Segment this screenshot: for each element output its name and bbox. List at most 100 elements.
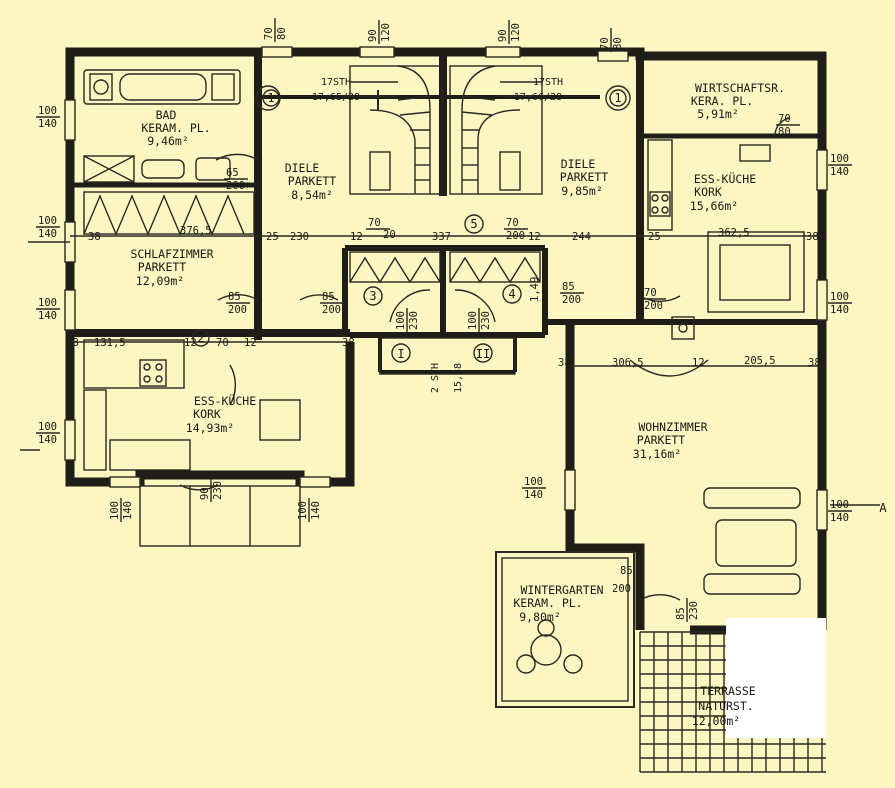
cellar-stair-label: 2 STH	[430, 363, 441, 393]
room-area-wohnzimmer: 31,16m²	[633, 447, 681, 461]
coffee-table	[715, 519, 797, 567]
window-dim-top: 85	[562, 281, 575, 293]
section-marker-a: A	[879, 501, 887, 515]
marker-1b: 1	[614, 91, 621, 105]
window	[485, 46, 521, 58]
window-dim-top: 100	[38, 297, 57, 309]
window-dim-bottom: 200	[322, 304, 341, 316]
dim: 337	[432, 231, 451, 243]
window-dim-top: 100	[467, 311, 479, 330]
window-dim-top: 100	[395, 311, 407, 330]
window-dim-top: 90	[367, 29, 379, 42]
room-floor-wirtschaftsraum: KERA. PL.	[691, 94, 753, 108]
window	[816, 279, 828, 321]
room-area-wintergarten: 9,80m²	[519, 610, 561, 624]
dining-table	[707, 231, 805, 313]
room-floor-diele-1: PARKETT	[288, 174, 337, 188]
window-dim-top: 100	[38, 215, 57, 227]
room-area-diele-2: 9,85m²	[561, 184, 603, 198]
window	[64, 289, 76, 331]
window	[564, 469, 576, 511]
window-dim-bottom: 200	[228, 304, 247, 316]
window-dim-bottom: 120	[510, 23, 522, 42]
window-dim-top: 70	[263, 27, 275, 40]
dim: 205,5	[744, 355, 776, 367]
room-floor-bad: KERAM. PL.	[141, 121, 210, 135]
chair	[516, 654, 536, 674]
kitchen-1-fixtures	[83, 339, 301, 471]
sofa	[703, 573, 801, 595]
window-dim-bottom: 80	[778, 126, 791, 138]
window-dim-bottom: 80	[276, 27, 288, 40]
dim: 25	[266, 231, 279, 243]
window-dim-top: 100	[524, 476, 543, 488]
dim: 38	[66, 337, 79, 349]
south-porch-left	[139, 485, 301, 547]
window-dim-top: 100	[297, 501, 309, 520]
wall-wohnzimmer-west	[565, 322, 645, 630]
dim: 38	[806, 231, 819, 243]
window	[359, 46, 395, 58]
cellar-stair-ratio: 15,38	[453, 363, 464, 393]
bath-cabinet	[83, 155, 135, 183]
dim: 38	[88, 231, 101, 243]
window-dim-top: 85	[322, 291, 335, 303]
room-floor-ess-kueche-2: KORK	[694, 185, 722, 199]
dim: 12	[244, 337, 257, 349]
stair-1-label: 17STH	[321, 77, 351, 88]
window-dim-bottom: 200	[562, 294, 581, 306]
room-area-ess-kueche-1: 14,93m²	[186, 421, 234, 435]
window-dim-bottom: 140	[38, 434, 57, 446]
window-dimension: 70	[366, 217, 390, 230]
bathtub	[83, 69, 241, 105]
room-name-diele-2: DIELE	[561, 157, 596, 171]
dim: 376,5	[180, 225, 212, 237]
window-dim-top: 100	[830, 291, 849, 303]
marker-1: 1	[267, 91, 274, 105]
window-dim-bottom: 120	[380, 23, 392, 42]
room-name-wirtschaftsraum: WIRTSCHAFTSR.	[695, 81, 785, 95]
stair-frame	[349, 65, 443, 195]
kitchen-2-fixtures	[647, 139, 805, 313]
window-dim-bottom: 140	[38, 118, 57, 130]
room-floor-diele-2: PARKETT	[560, 170, 609, 184]
window	[299, 476, 331, 488]
markers: 1 1 2 3 4 5 I II A	[192, 89, 887, 515]
dim: 38	[808, 357, 821, 369]
dim: 38	[558, 357, 571, 369]
stair-frame	[449, 65, 543, 195]
room-area-diele-1: 8,54m²	[291, 188, 333, 202]
marker-5: 5	[470, 217, 477, 231]
marker-2: 2	[197, 331, 204, 345]
room-name-terrasse: TERRASSE	[700, 684, 755, 698]
wintergarten-frame	[495, 551, 635, 708]
toilet	[195, 157, 231, 181]
room-floor-schlafzimmer: PARKETT	[138, 260, 187, 274]
dim: 20	[383, 229, 396, 241]
dim: 25	[648, 231, 661, 243]
window-dim-top: 100	[830, 153, 849, 165]
dim: 244	[572, 231, 591, 243]
window-dim-bottom: 140	[830, 166, 849, 178]
dim: 362,5	[718, 227, 750, 239]
dim: 12	[350, 231, 363, 243]
closets	[349, 251, 541, 284]
room-area-wirtschaftsraum: 5,91m²	[697, 107, 739, 121]
window-dim-bottom: 140	[122, 501, 134, 520]
